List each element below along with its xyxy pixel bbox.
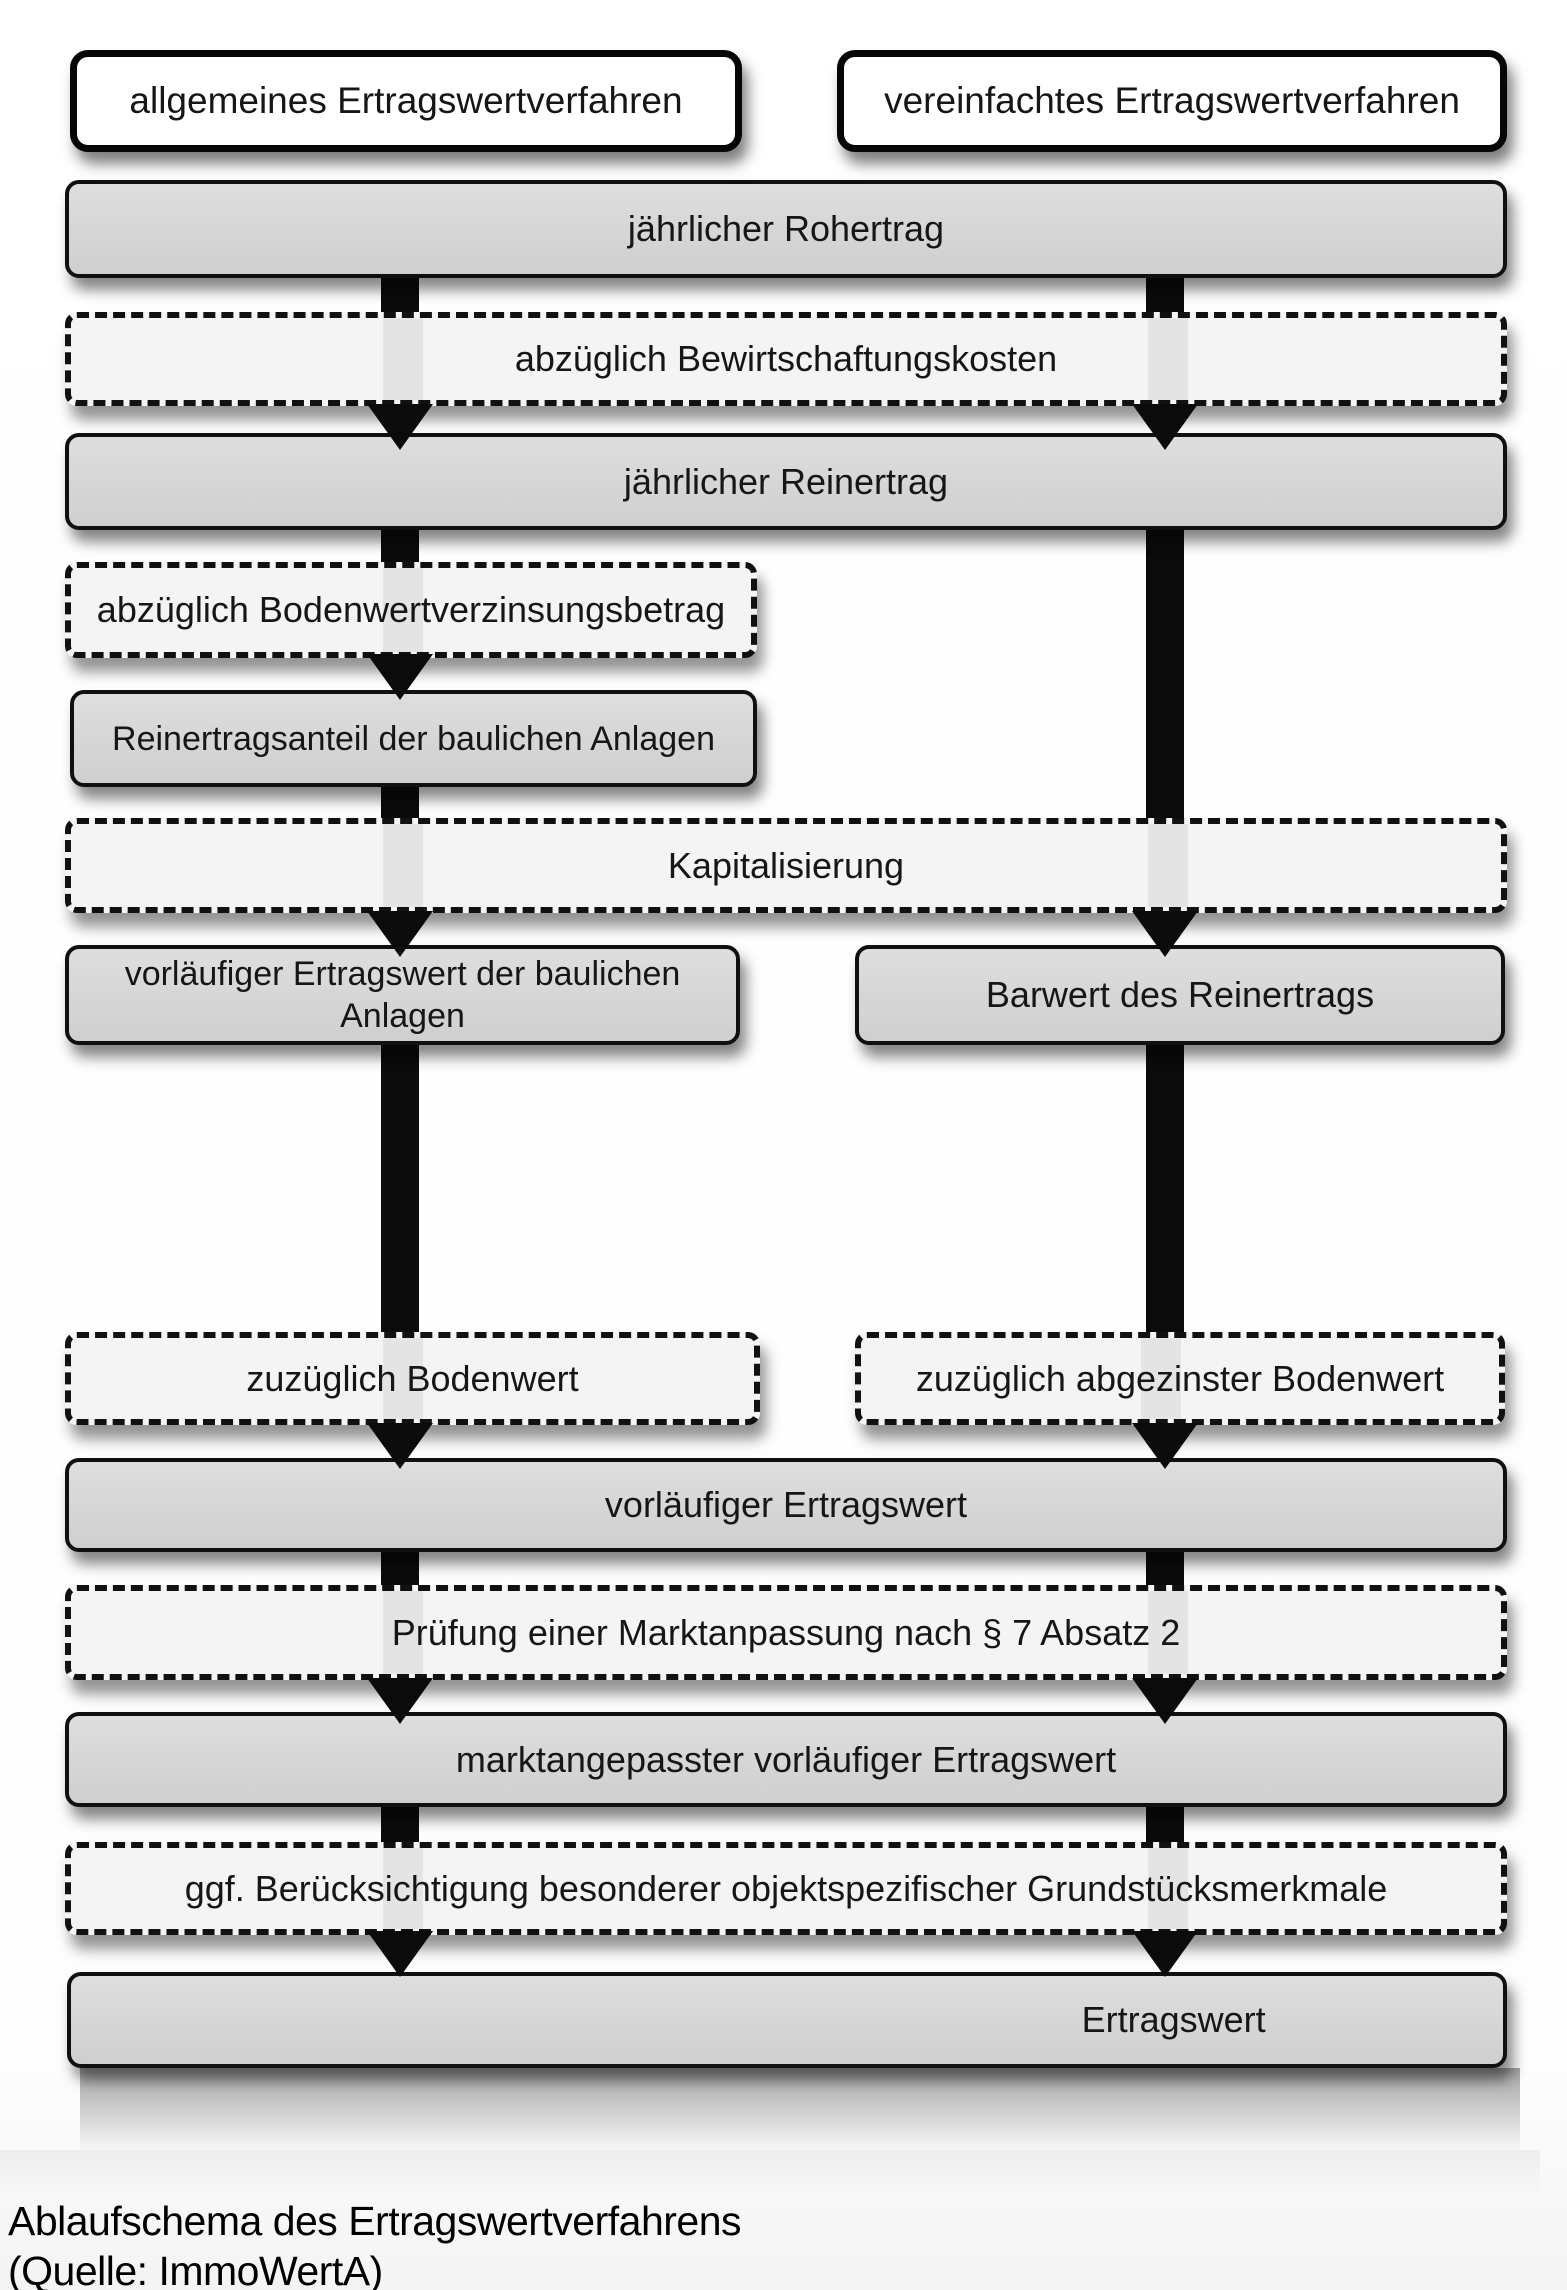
flow-line-through bbox=[1148, 1848, 1188, 1929]
flow-line-through bbox=[1141, 1338, 1181, 1419]
figure-caption-title: Ablaufschema des Ertragswertverfahrens bbox=[8, 2198, 742, 2244]
node-vorlaeufiger-ertragswert-baulich: vorläufiger Ertragswert der baulichen An… bbox=[65, 945, 740, 1045]
flow-line-through bbox=[383, 1338, 423, 1419]
arrowhead-down-icon bbox=[367, 1423, 433, 1469]
node-label: Reinertragsanteil der baulichen Anlagen bbox=[112, 719, 715, 758]
node-ertragswert: Ertragswert bbox=[67, 1972, 1507, 2068]
node-label: vorläufiger Ertragswert bbox=[604, 1484, 968, 1525]
node-label: Kapitalisierung bbox=[667, 844, 905, 886]
flow-line-through bbox=[1148, 318, 1188, 400]
arrowhead-down-icon bbox=[1132, 911, 1198, 957]
flow-line-through bbox=[383, 318, 423, 400]
node-jaehrlicher-reinertrag: jährlicher Reinertrag bbox=[65, 433, 1507, 530]
arrowhead-down-icon bbox=[367, 1678, 433, 1724]
figure-caption-source: (Quelle: ImmoWertA) bbox=[8, 2248, 383, 2290]
flow-line-right-long bbox=[1146, 528, 1184, 820]
node-label: zuzüglich abgezinster Bodenwert bbox=[915, 1357, 1445, 1399]
node-marktangepasster-ertragswert: marktangepasster vorläufiger Ertragswert bbox=[65, 1712, 1507, 1807]
node-abzueglich-bodenwertverzinsungsbetrag: abzüglich Bodenwertverzinsungsbetrag bbox=[65, 562, 757, 658]
flow-line-right bbox=[1146, 1807, 1184, 1845]
node-label: ggf. Berücksichtigung besonderer objekts… bbox=[184, 1867, 1388, 1909]
node-label: allgemeines Ertragswertverfahren bbox=[129, 80, 683, 121]
node-label: Prüfung einer Marktanpassung nach § 7 Ab… bbox=[391, 1611, 1181, 1653]
node-label: abzüglich Bewirtschaftungskosten bbox=[514, 338, 1058, 379]
node-ggf-beruecksichtigung: ggf. Berücksichtigung besonderer objekts… bbox=[65, 1842, 1507, 1935]
node-zuzueglich-bodenwert: zuzüglich Bodenwert bbox=[65, 1332, 760, 1425]
node-zuzueglich-abgezinster-bodenwert: zuzüglich abgezinster Bodenwert bbox=[855, 1332, 1505, 1425]
node-abzueglich-bewirtschaftungskosten: abzüglich Bewirtschaftungskosten bbox=[65, 312, 1507, 406]
arrowhead-down-icon bbox=[367, 654, 433, 700]
arrowhead-down-icon bbox=[1132, 1678, 1198, 1724]
node-jaehrlicher-rohertrag: jährlicher Rohertrag bbox=[65, 180, 1507, 278]
arrowhead-down-icon bbox=[367, 404, 433, 450]
flow-line-right bbox=[1146, 1552, 1184, 1590]
node-barwert-des-reinertrags: Barwert des Reinertrags bbox=[855, 945, 1505, 1045]
node-vereinfachtes-ertragswertverfahren: vereinfachtes Ertragswertverfahren bbox=[837, 50, 1507, 152]
node-vorlaeufiger-ertragswert: vorläufiger Ertragswert bbox=[65, 1458, 1507, 1552]
flow-line-right-long bbox=[1146, 1043, 1184, 1334]
node-label: Barwert des Reinertrags bbox=[985, 974, 1375, 1015]
flow-line-through bbox=[1148, 824, 1188, 907]
node-label: vorläufiger Ertragswert der baulichen An… bbox=[124, 955, 681, 1035]
flow-line-left bbox=[381, 1552, 419, 1590]
node-label: vereinfachtes Ertragswertverfahren bbox=[884, 80, 1460, 121]
node-reinertragsanteil: Reinertragsanteil der baulichen Anlagen bbox=[70, 690, 757, 787]
node-label: jährlicher Rohertrag bbox=[627, 208, 945, 249]
flow-line-through bbox=[383, 824, 423, 907]
figure-bottom-edge bbox=[0, 2150, 1540, 2198]
arrowhead-down-icon bbox=[1132, 404, 1198, 450]
arrowhead-down-icon bbox=[367, 1931, 433, 1977]
node-label: marktangepasster vorläufiger Ertragswert bbox=[455, 1738, 1117, 1780]
node-allgemeines-ertragswertverfahren: allgemeines Ertragswertverfahren bbox=[70, 50, 742, 152]
node-label: zuzüglich Bodenwert bbox=[246, 1357, 579, 1399]
arrowhead-down-icon bbox=[1132, 1931, 1198, 1977]
flow-line-through bbox=[383, 568, 423, 652]
node-label: jährlicher Reinertrag bbox=[623, 460, 949, 502]
flow-line-left bbox=[381, 1807, 419, 1845]
node-label: abzüglich Bodenwertverzinsungsbetrag bbox=[96, 589, 726, 630]
flow-line-left bbox=[381, 787, 419, 822]
flow-line-left bbox=[381, 530, 419, 568]
node-pruefung-marktanpassung: Prüfung einer Marktanpassung nach § 7 Ab… bbox=[65, 1585, 1507, 1680]
flow-line-right bbox=[1146, 278, 1184, 316]
flow-line-left-long bbox=[381, 1043, 419, 1334]
flow-line-through bbox=[1148, 1591, 1188, 1674]
arrowhead-down-icon bbox=[1132, 1423, 1198, 1469]
node-label: Ertragswert bbox=[1081, 1999, 1266, 2040]
flow-line-left bbox=[381, 278, 419, 316]
node-kapitalisierung: Kapitalisierung bbox=[65, 818, 1507, 913]
arrowhead-down-icon bbox=[367, 911, 433, 957]
flow-line-through bbox=[383, 1848, 423, 1929]
flow-line-through bbox=[383, 1591, 423, 1674]
figure-bottom-shadow bbox=[80, 2068, 1520, 2153]
